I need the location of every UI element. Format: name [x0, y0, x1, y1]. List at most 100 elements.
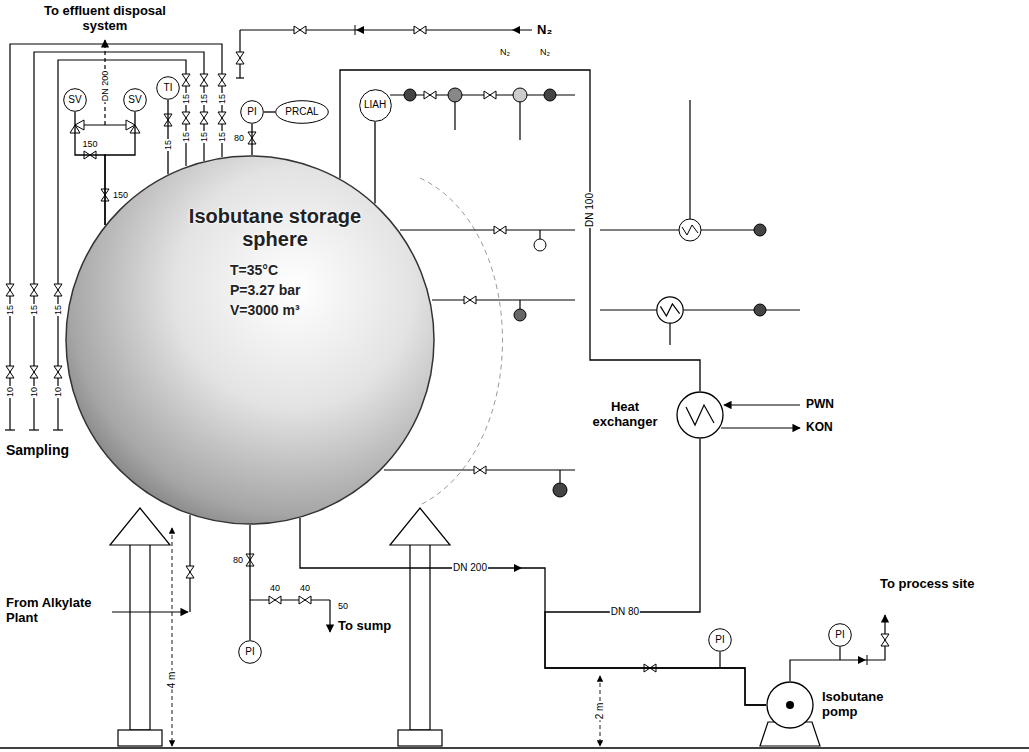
- instrument-dot: [514, 309, 526, 321]
- bubble-shape: [239, 641, 262, 664]
- valve-size: 10: [53, 386, 63, 398]
- exchanger-outline: [676, 391, 724, 439]
- instrument-bubble: PI: [240, 100, 264, 124]
- instrument-bubble: SV: [123, 88, 147, 112]
- gauge-stub: [719, 652, 720, 668]
- pipe-size: DN 100: [584, 192, 596, 228]
- condensate-line: [721, 427, 800, 428]
- check-valve: [858, 655, 867, 665]
- valve: [6, 366, 14, 378]
- exchanger-symbol: [679, 219, 701, 241]
- storage-sphere: Isobutane storage sphereT=35°CP=3.27 bar…: [65, 155, 435, 525]
- valve-size: 80: [234, 133, 244, 143]
- valve: [236, 52, 244, 64]
- cooling-line: [669, 323, 670, 345]
- valve: [881, 634, 889, 646]
- valve: [494, 226, 506, 234]
- valve-size: 15: [53, 304, 63, 316]
- valve: [200, 112, 208, 124]
- valve: [414, 26, 426, 34]
- valve-size: 40: [270, 583, 280, 593]
- water-in-line: [724, 404, 800, 405]
- valve: [186, 566, 194, 578]
- valve: [424, 91, 436, 99]
- instrument-dot: [544, 89, 556, 101]
- pipe-cap: [236, 77, 244, 78]
- section-label: Sampling: [6, 442, 69, 458]
- pipe-size: DN 200: [452, 562, 488, 574]
- exchanger-symbol: [657, 297, 683, 323]
- relief-valve: [126, 120, 140, 133]
- sample-cap: [29, 429, 39, 430]
- valve-size: 10: [5, 386, 15, 398]
- valve-size: 15: [29, 304, 39, 316]
- bubble-shape: [829, 624, 852, 647]
- instrument-bubble: PI: [708, 628, 732, 652]
- destination-note: To effluent disposal system: [43, 4, 168, 34]
- feed-line: [189, 515, 190, 612]
- equipment-name: Isobutane pomp: [822, 690, 908, 720]
- cooling-line: [600, 309, 657, 310]
- valve-size: 15: [163, 139, 173, 151]
- valve: [182, 112, 190, 124]
- utility-name: N₂: [540, 47, 550, 57]
- nitrogen-line: [240, 29, 532, 30]
- sample-cap: [53, 429, 63, 430]
- support-foot: [398, 730, 442, 746]
- valve-size: 150: [82, 139, 97, 149]
- instrument-dot: [448, 88, 462, 102]
- instrument-tag: SV: [68, 95, 81, 105]
- flow-arrow: [512, 26, 520, 34]
- valve: [30, 366, 38, 378]
- bubble-shape: [359, 89, 391, 121]
- sphere-shell: [66, 156, 434, 524]
- instrument-line: [400, 229, 575, 230]
- valve-size: 15: [199, 93, 209, 105]
- pump-symbol: Isobutane pomp: [766, 681, 814, 729]
- equipment-name: Heat exchanger: [582, 400, 668, 430]
- sample-cap: [5, 429, 15, 430]
- instrument-dot: [534, 239, 546, 251]
- bubble-shape: [64, 89, 87, 112]
- cooling-line: [683, 309, 760, 310]
- pipe-connector: [374, 122, 375, 204]
- valve: [218, 74, 226, 86]
- valve-size: 15: [217, 131, 227, 143]
- cooling-line: [689, 100, 690, 219]
- source-note: From Alkylate Plant: [6, 596, 110, 626]
- ground-line: [0, 747, 1029, 749]
- cooling-line: [600, 229, 679, 230]
- symbol-circle: [767, 682, 813, 728]
- instrument-tag: PRCAL: [285, 107, 318, 117]
- pipe-connector: [545, 439, 766, 705]
- valve: [464, 296, 476, 304]
- utility-name: N₂: [537, 23, 552, 38]
- support-bracket: [110, 508, 170, 545]
- valve: [474, 466, 486, 474]
- valve: [30, 284, 38, 296]
- pump-outline: [766, 681, 814, 729]
- support-foot: [118, 730, 162, 746]
- valve-size: 80: [233, 555, 243, 565]
- utility-name: N₂: [500, 47, 510, 57]
- instrument-dot: [553, 483, 567, 497]
- instrument-line: [559, 470, 560, 483]
- dimension: 2 m: [594, 702, 606, 721]
- valve: [182, 74, 190, 86]
- drain-line: [329, 600, 330, 632]
- vessel-data: T=35°C: [230, 262, 278, 278]
- bubble-shape: [276, 101, 329, 124]
- pipe-size: DN 80: [610, 606, 640, 618]
- instrument-dot: [404, 89, 416, 101]
- instrument-tag: PI: [715, 635, 724, 645]
- instrument-bubble: PRCAL: [275, 100, 329, 124]
- valve: [294, 26, 306, 34]
- valve-size: 15: [199, 131, 209, 143]
- heat-exchanger: Heat exchanger: [676, 391, 724, 439]
- valve: [269, 596, 281, 604]
- instrument-line: [519, 300, 520, 309]
- instrument-line: [432, 299, 575, 300]
- valve: [6, 284, 14, 296]
- dimension-line: [172, 528, 173, 746]
